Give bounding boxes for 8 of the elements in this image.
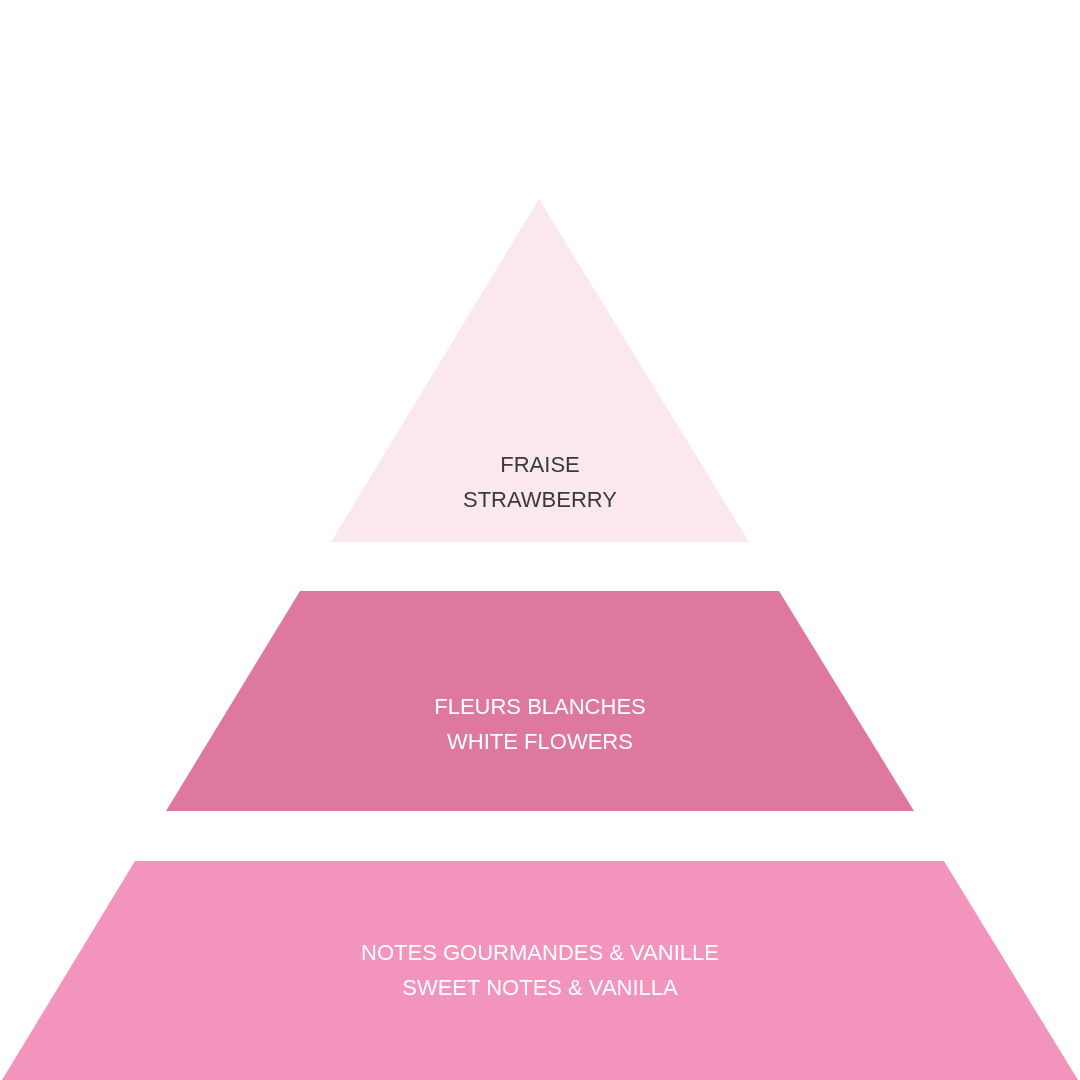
pyramid-tier-trapezoid: [166, 591, 914, 811]
tier-label: NOTES GOURMANDES & VANILLE: [361, 939, 719, 967]
tier-label: FRAISE: [500, 451, 580, 479]
pyramid-base-trapezoid: [2, 861, 1078, 1080]
tier-label: WHITE FLOWERS: [447, 728, 633, 756]
tier-label: SWEET NOTES & VANILLA: [402, 974, 678, 1002]
tier-label: FLEURS BLANCHES: [434, 693, 646, 721]
tier-label: STRAWBERRY: [463, 486, 617, 514]
